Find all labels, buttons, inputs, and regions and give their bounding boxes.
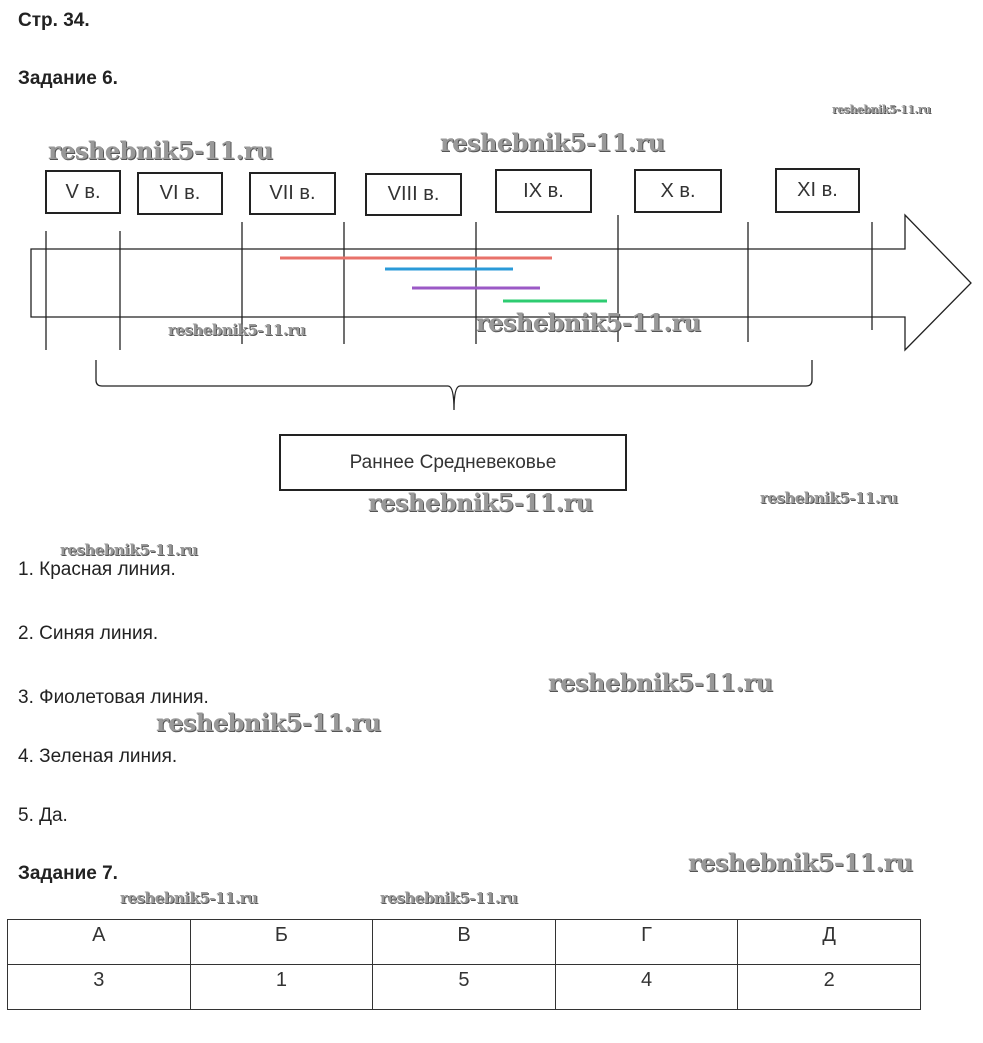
answer: 3. Фиолетовая линия. xyxy=(18,687,209,708)
table-cell: 1 xyxy=(189,964,374,1010)
watermark: reshebnik5-11.ru xyxy=(440,128,665,157)
watermark: reshebnik5-11.ru xyxy=(48,136,273,165)
table-header: Б xyxy=(189,919,374,965)
table-header: Г xyxy=(554,919,739,965)
answer: 4. Зеленая линия. xyxy=(18,746,178,767)
table-cell: 2 xyxy=(737,964,921,1010)
watermark: reshebnik5-11.ru xyxy=(476,308,701,337)
table-cell: 3 xyxy=(7,964,191,1010)
table-cell: 5 xyxy=(372,964,556,1010)
century-box: X в. xyxy=(634,169,722,213)
century-box: IX в. xyxy=(495,169,592,213)
page-label: Стр. 34. xyxy=(18,10,90,31)
answer: 2. Синяя линия. xyxy=(18,623,159,644)
watermark: reshebnik5-11.ru xyxy=(548,668,773,697)
century-box: VII в. xyxy=(249,172,336,215)
table-header: В xyxy=(372,919,556,965)
watermark: reshebnik5-11.ru xyxy=(832,103,931,116)
century-box: VI в. xyxy=(137,172,223,215)
table-header: А xyxy=(7,919,191,965)
timeline-arrow xyxy=(30,213,972,352)
watermark: reshebnik5-11.ru xyxy=(368,488,593,517)
answer: 1. Красная линия. xyxy=(18,559,176,580)
brace xyxy=(95,360,813,411)
timeline-diagram xyxy=(30,213,972,411)
century-box: VIII в. xyxy=(365,173,462,216)
table-row: 3 1 5 4 2 xyxy=(7,964,921,1010)
answer-table: А Б В Г Д 3 1 5 4 2 xyxy=(7,919,921,1010)
task6-title: Задание 6. xyxy=(18,68,118,89)
watermark: reshebnik5-11.ru xyxy=(380,889,518,907)
watermark: reshebnik5-11.ru xyxy=(688,848,913,877)
table-cell: 4 xyxy=(554,964,739,1010)
watermark: reshebnik5-11.ru xyxy=(60,541,198,559)
task7-title: Задание 7. xyxy=(18,863,118,884)
answer: 5. Да. xyxy=(18,805,68,826)
watermark: reshebnik5-11.ru xyxy=(120,889,258,907)
century-box: XI в. xyxy=(775,168,860,213)
century-box: V в. xyxy=(45,170,121,214)
watermark: reshebnik5-11.ru xyxy=(156,708,381,737)
watermark: reshebnik5-11.ru xyxy=(168,321,306,339)
period-box: Раннее Средневековье xyxy=(279,434,627,491)
table-header-row: А Б В Г Д xyxy=(7,919,921,965)
table-header: Д xyxy=(737,919,921,965)
watermark: reshebnik5-11.ru xyxy=(760,489,898,507)
